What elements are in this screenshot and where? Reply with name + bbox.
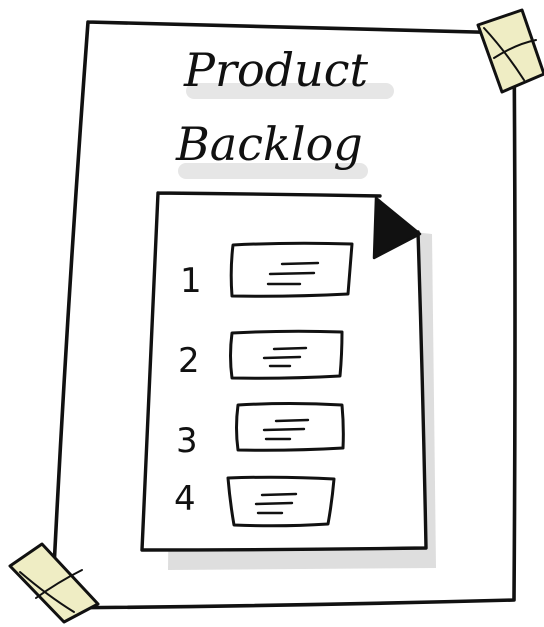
backlog-item-list: 1 2 3 — [174, 241, 354, 528]
item-number: 3 — [176, 421, 198, 461]
item-number: 1 — [180, 261, 202, 301]
title-line-2: Backlog — [175, 117, 363, 171]
text-lines-icon — [266, 261, 320, 286]
item-number: 2 — [178, 341, 200, 381]
item-card — [235, 402, 345, 452]
folded-corner-icon — [372, 196, 422, 260]
tape-icon — [476, 8, 544, 94]
backlog-item: 2 — [178, 329, 344, 381]
backlog-item: 1 — [180, 241, 354, 301]
item-card — [229, 329, 344, 380]
title-highlight-2 — [178, 163, 368, 179]
title-highlight-1 — [186, 83, 394, 99]
backlog-item: 4 — [174, 475, 336, 528]
item-card — [229, 241, 354, 298]
poster-title: Product Backlog — [175, 43, 394, 179]
title-line-1: Product — [183, 43, 368, 97]
backlog-item: 3 — [176, 402, 345, 461]
text-lines-icon — [262, 346, 308, 368]
item-card — [226, 475, 336, 528]
text-lines-icon — [254, 492, 298, 515]
item-number: 4 — [174, 479, 196, 519]
text-lines-icon — [262, 418, 310, 441]
poster-sheet-outline — [50, 20, 517, 610]
tape-icon — [8, 542, 100, 624]
document-outline — [140, 191, 428, 552]
